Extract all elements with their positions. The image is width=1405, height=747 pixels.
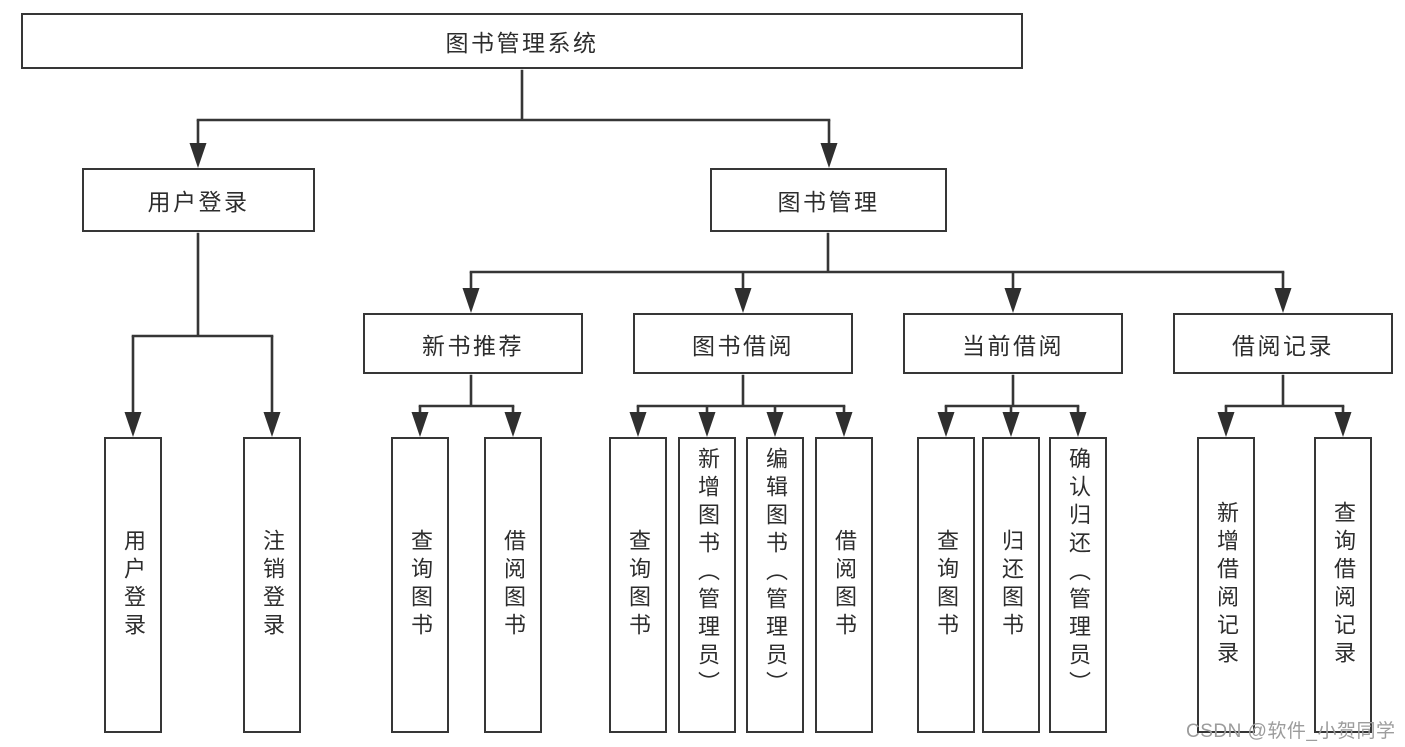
node-borrow-records-label: 借阅记录 [1232,332,1334,359]
leaf-borrow-query: 查询图书 [609,437,667,733]
node-user-login-branch-label: 用户登录 [147,189,250,215]
node-book-mgmt-branch: 图书管理 [710,168,947,232]
leaf-current-confirm-admin: 确认归还（管理员） [1049,437,1107,733]
leaf-borrow-query-label: 查询图书 [626,529,651,641]
leaf-logout-label: 注销登录 [260,529,285,641]
leaf-records-add: 新增借阅记录 [1197,437,1255,733]
leaf-current-confirm-admin-label: 确认归还（管理员） [1066,447,1091,699]
leaf-records-add-label: 新增借阅记录 [1214,501,1239,669]
leaf-records-query-label: 查询借阅记录 [1331,501,1356,669]
leaf-borrow-edit-admin: 编辑图书（管理员） [746,437,804,733]
leaf-user-login-label: 用户登录 [121,529,146,641]
node-book-borrow-label: 图书借阅 [692,332,794,359]
csdn-watermark: CSDN @软件_小贺同学 [1186,721,1396,742]
leaf-current-return: 归还图书 [982,437,1040,733]
node-book-mgmt-branch-label: 图书管理 [777,189,880,215]
node-book-borrow: 图书借阅 [633,313,853,374]
leaf-borrow-borrow-label: 借阅图书 [832,529,857,641]
leaf-current-query: 查询图书 [917,437,975,733]
leaf-newbooks-borrow: 借阅图书 [484,437,542,733]
leaf-records-query: 查询借阅记录 [1314,437,1372,733]
node-new-books-label: 新书推荐 [422,332,524,359]
leaf-newbooks-borrow-label: 借阅图书 [501,529,526,641]
node-borrow-records: 借阅记录 [1173,313,1393,374]
node-root-label: 图书管理系统 [445,30,599,56]
leaf-newbooks-query-label: 查询图书 [408,529,433,641]
node-current-borrow-label: 当前借阅 [962,332,1064,359]
node-root-system: 图书管理系统 [21,13,1023,69]
node-new-books: 新书推荐 [363,313,583,374]
leaf-user-login: 用户登录 [104,437,162,733]
leaf-newbooks-query: 查询图书 [391,437,449,733]
leaf-current-return-label: 归还图书 [999,529,1024,641]
leaf-current-query-label: 查询图书 [934,529,959,641]
leaf-borrow-borrow: 借阅图书 [815,437,873,733]
leaf-borrow-edit-admin-label: 编辑图书（管理员） [763,447,788,699]
node-user-login-branch: 用户登录 [82,168,315,232]
leaf-logout: 注销登录 [243,437,301,733]
leaf-borrow-add-admin-label: 新增图书（管理员） [695,447,720,699]
node-current-borrow: 当前借阅 [903,313,1123,374]
leaf-borrow-add-admin: 新增图书（管理员） [678,437,736,733]
